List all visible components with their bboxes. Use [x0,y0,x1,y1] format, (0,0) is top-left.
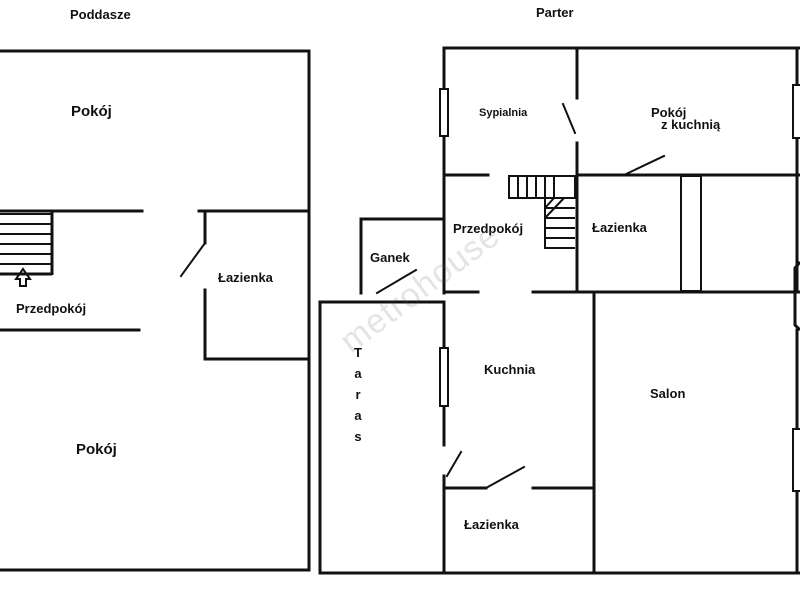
terrace-letter: a [354,408,362,423]
arrow-up-icon [14,267,32,287]
window-room-right [792,84,800,139]
attic-bath-door [179,241,207,278]
terrace-letter: T [354,345,362,360]
kitchen-label: Kuchnia [484,362,536,377]
ground-title: Parter [536,5,574,20]
attic-title: Poddasze [70,7,131,22]
kitchen-left-door [445,450,463,478]
attic-room-bottom-label: Pokój [76,441,117,458]
window-salon-right [792,428,800,492]
bay-window [793,261,800,332]
upper-bathroom-label: Łazienka [592,220,647,235]
room-kitchen-label-line2: z kuchnią [661,117,721,132]
room-kitchen-label-line1: Pokój [651,105,687,120]
bedroom-door [561,102,577,135]
room-door [622,154,666,177]
window-bedroom [439,88,449,137]
lower-bathroom-label: Łazienka [464,517,519,532]
attic-room-top-label: Pokój [71,103,112,120]
porch-door [375,268,418,295]
attic-staircase [0,212,54,276]
window-kitchen [439,347,449,407]
bedroom-label: Sypialnia [479,107,528,119]
porch-label: Ganek [370,250,410,265]
attic-hall-label: Przedpokój [16,301,87,316]
kitchen-door [484,465,526,490]
terrace-letter: a [354,366,362,381]
windows [439,84,800,492]
attic-bathroom-label: Łazienka [218,270,273,285]
ground-staircase [508,175,576,249]
chimney [680,175,702,292]
terrace-letter: r [355,387,361,402]
ground-hall-label: Przedpokój [453,221,524,236]
salon-label: Salon [650,386,686,401]
terrace-letter: s [354,429,362,444]
attic-plan [0,49,311,572]
